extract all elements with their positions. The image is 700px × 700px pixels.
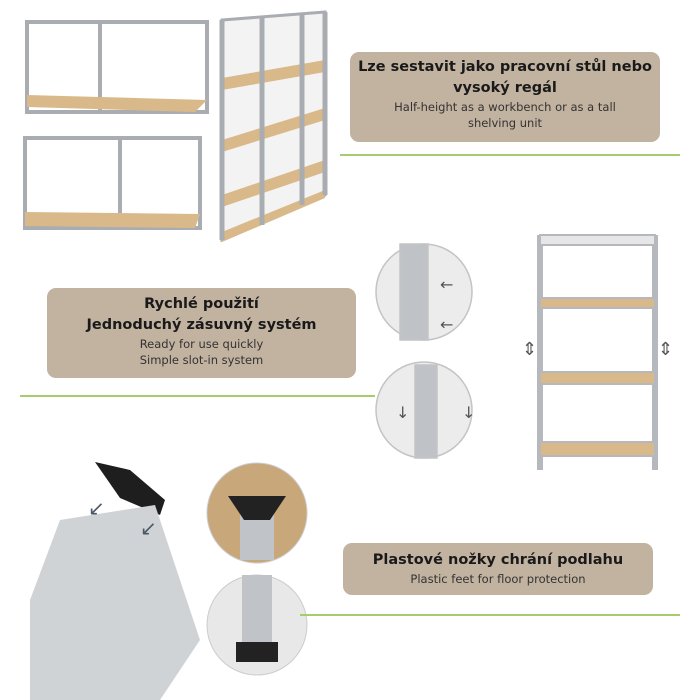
feature-title: Rychlé použití <box>144 296 259 312</box>
shelf-unit-image: ⇕ ⇕ <box>522 234 673 470</box>
svg-text:↓: ↓ <box>396 403 409 422</box>
workbench-configuration-image <box>23 20 209 230</box>
divider <box>340 154 680 156</box>
plastic-feet-detail: ↙ ↙ <box>30 462 308 700</box>
feature-subtitle: Simple slot-in system <box>139 353 264 367</box>
up-down-arrow-icon: ⇕ <box>522 339 537 360</box>
feature-title: Lze sestavit jako pracovní stůl nebo vys… <box>358 59 652 96</box>
arrow-icon: ↙ <box>88 496 105 520</box>
feature-box-workbench: Lze sestavit jako pracovní stůl nebo vys… <box>350 52 660 142</box>
arrow-icon: ↙ <box>140 516 157 540</box>
svg-text:↓: ↓ <box>462 403 475 422</box>
up-down-arrow-icon: ⇕ <box>658 339 673 360</box>
feature-box-quick-use: Rychlé použití Jednoduchý zásuvný systém… <box>47 288 356 378</box>
feature-subtitle: Half-height as a workbench or as a tall … <box>394 100 616 130</box>
divider <box>20 395 375 397</box>
svg-text:←: ← <box>440 315 453 334</box>
feature-subtitle: Ready for use quickly <box>139 337 264 351</box>
feature-title: Jednoduchý zásuvný systém <box>86 317 317 333</box>
tall-shelving-image <box>219 10 328 243</box>
feature-title: Plastové nožky chrání podlahu <box>372 552 624 568</box>
slot-in-detail-circles: ← ← ↓ ↓ <box>375 243 475 459</box>
feature-box-plastic-feet: Plastové nožky chrání podlahu Plastic fe… <box>343 543 653 595</box>
divider <box>300 614 680 616</box>
feature-subtitle: Plastic feet for floor protection <box>410 572 586 586</box>
svg-text:←: ← <box>440 275 453 294</box>
